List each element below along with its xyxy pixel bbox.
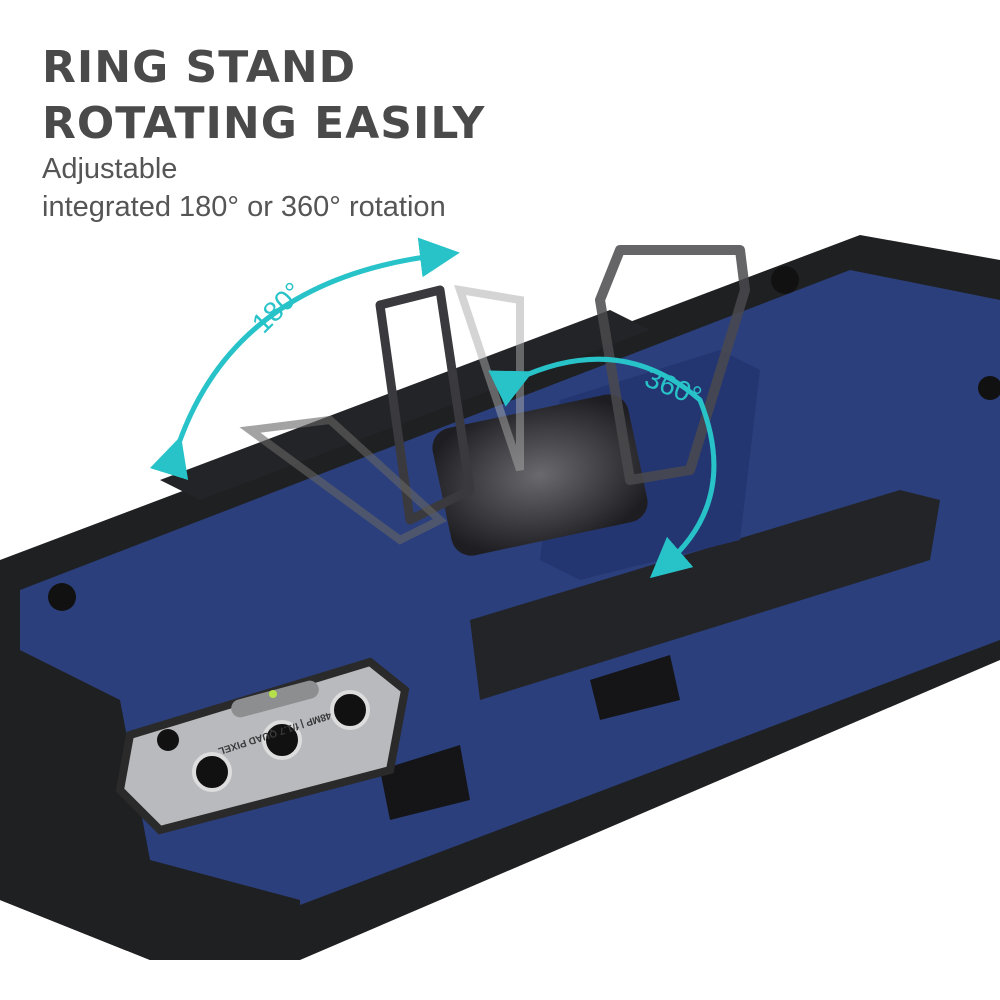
- power-button: [590, 655, 680, 720]
- subtitle: Adjustable integrated 180° or 360° rotat…: [42, 150, 446, 226]
- subtitle-line2: integrated 180° or 360° rotation: [42, 191, 446, 223]
- rotation-360-arrow: [488, 356, 717, 579]
- grip-texture-lower: [470, 490, 940, 700]
- subtitle-line1: Adjustable: [42, 153, 178, 185]
- camera-module: 48MP | f/1.7 QUAD PIXEL: [115, 657, 410, 835]
- headline: RING STAND ROTATING EASILY: [42, 40, 485, 152]
- rotation-180-arrow: [149, 237, 460, 481]
- case-body: [0, 235, 1000, 960]
- headline-line2: ROTATING EASILY: [42, 98, 486, 149]
- volume-button: [380, 745, 470, 820]
- headline-line1: RING STAND: [42, 42, 357, 93]
